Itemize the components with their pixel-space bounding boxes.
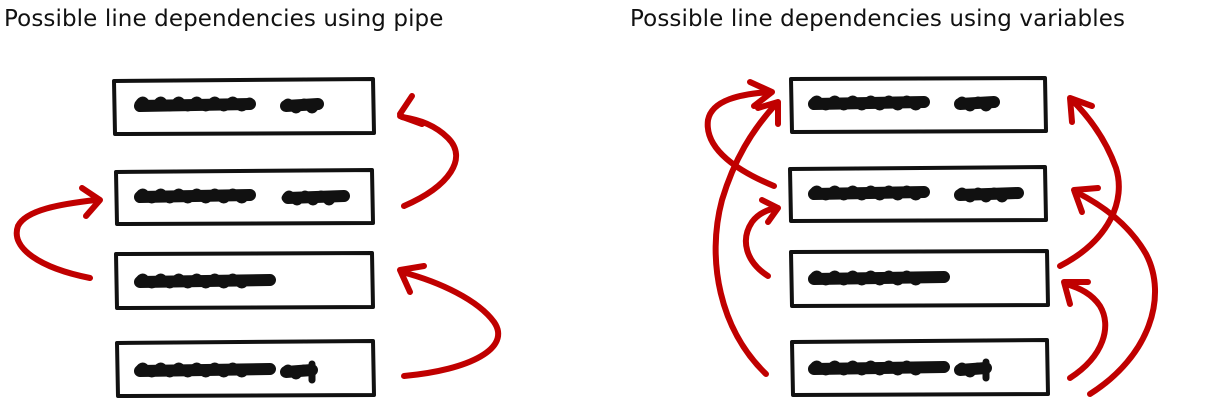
variables-panel-title: Possible line dependencies using variabl… (630, 6, 1126, 32)
variables-line-3 (789, 249, 1050, 308)
variables-arrow-line3-to-line1 (1057, 95, 1122, 269)
variables-arrow-line4-to-line3 (1061, 279, 1109, 381)
pipe-line-1 (112, 77, 376, 136)
pipe-panel (13, 77, 502, 398)
pipe-arrow-line3-to-line2 (13, 185, 103, 281)
variables-panel (704, 76, 1159, 397)
variables-line-2 (788, 165, 1048, 223)
variables-arrow-line4-to-line2 (1071, 185, 1159, 397)
pipe-arrow-line4-to-line3 (397, 263, 502, 379)
pipe-panel-title: Possible line dependencies using pipe (4, 6, 444, 32)
variables-arrow-line4-to-line1 (712, 99, 781, 377)
variables-line-4 (790, 338, 1050, 397)
variables-line-1 (789, 76, 1048, 134)
variables-arrow-line3-to-line2 (742, 197, 781, 279)
variables-arrow-line2-to-line1 (704, 79, 777, 189)
pipe-line-3 (114, 251, 375, 310)
pipe-arrow-line2-to-line1 (397, 93, 460, 209)
pipe-line-2 (114, 168, 375, 226)
pipe-line-4 (115, 339, 376, 398)
